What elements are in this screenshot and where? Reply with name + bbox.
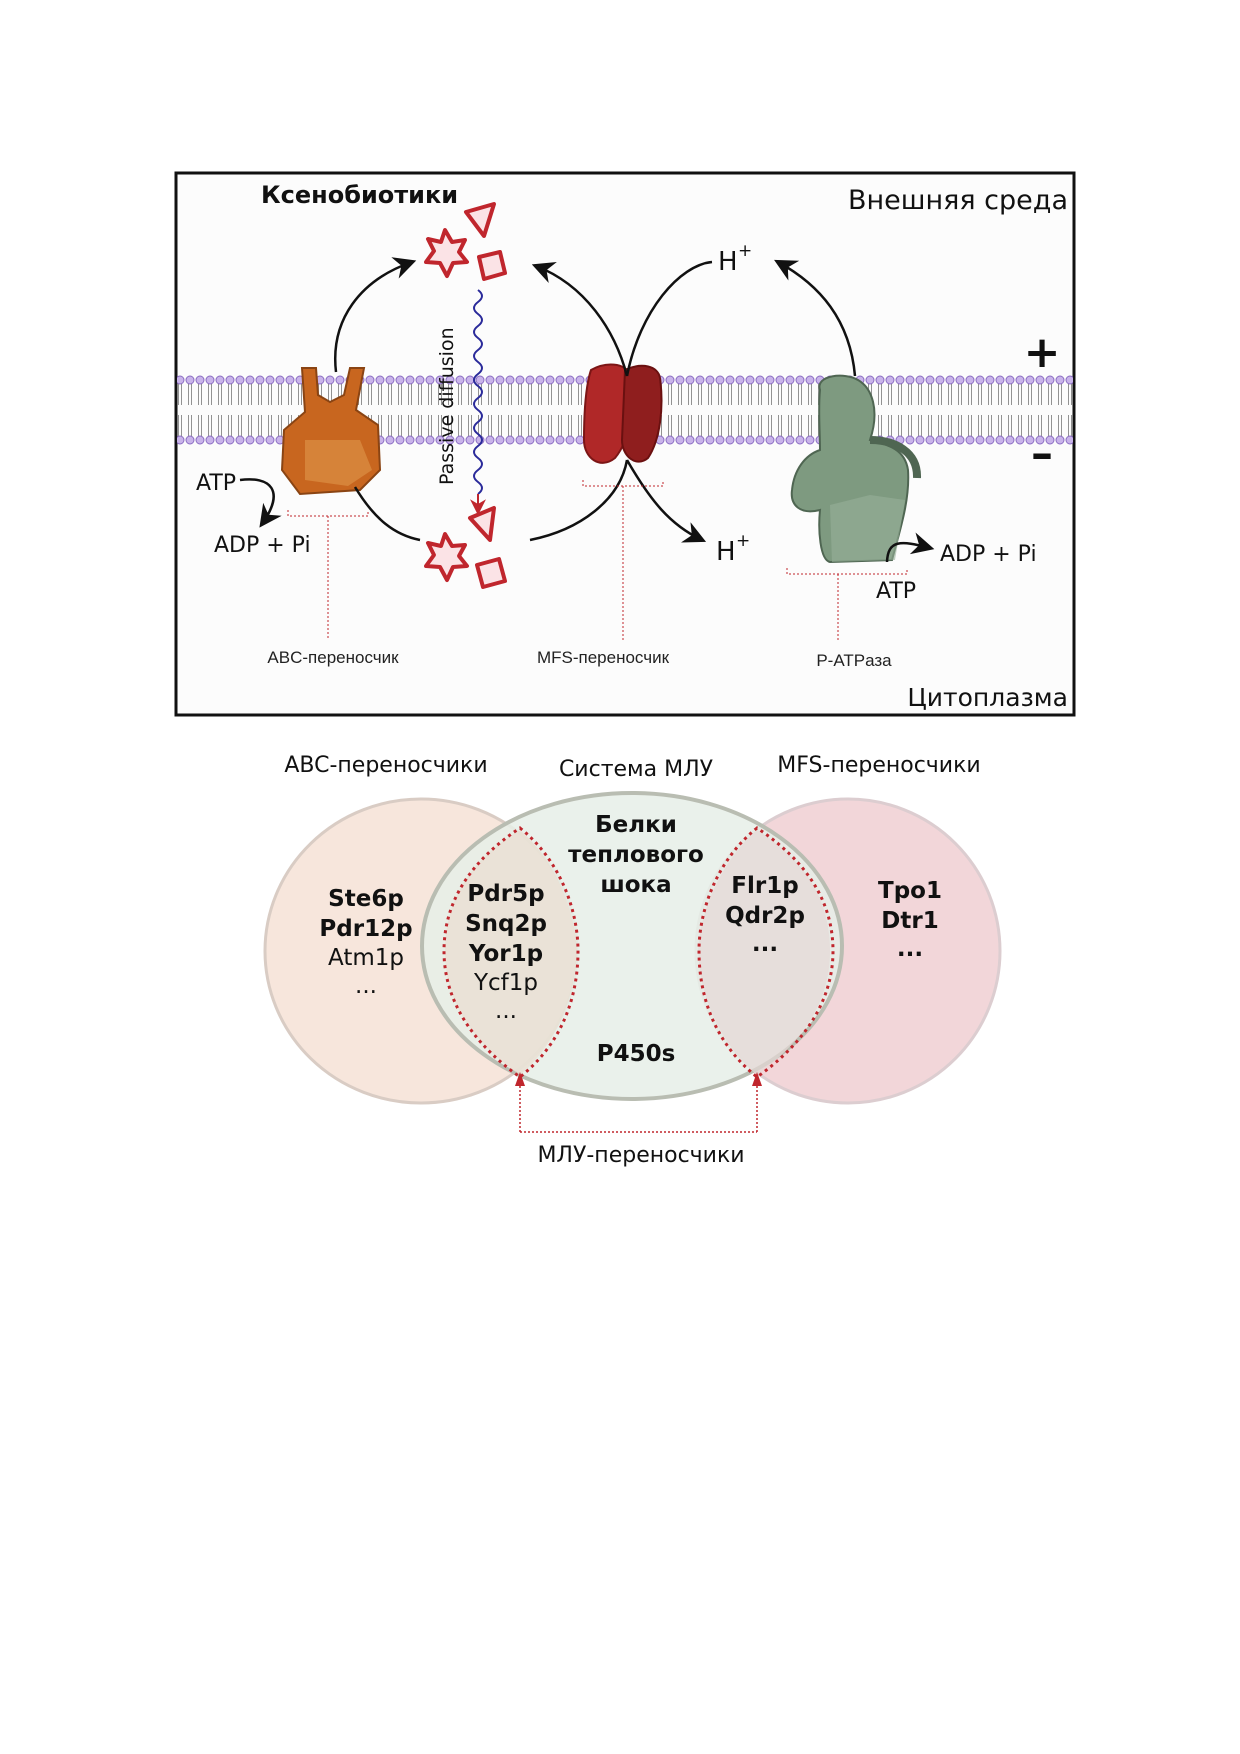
square-molecule (475, 557, 507, 589)
mdr-transporter-boundaries (442, 826, 835, 1079)
svg-text:+: + (736, 531, 750, 551)
svg-text:H: H (716, 537, 736, 567)
atp-left-label: ATP (196, 471, 236, 496)
transport-panel: Passive diffusion Ксенобиотики Внешняя с… (174, 171, 1076, 717)
list-item: Atm1p (328, 945, 404, 971)
left-overlap-region (445, 830, 577, 1075)
p-atpase (790, 374, 922, 564)
mdr-transporters-bracket (519, 1078, 758, 1133)
plus-sign: + (1024, 327, 1061, 378)
list-item: Tpo1 (878, 878, 942, 904)
square-molecule (477, 250, 507, 281)
list-item: Yor1p (468, 941, 543, 967)
star-molecule (424, 532, 469, 582)
bracket-arrowhead-right (752, 1072, 762, 1086)
mfs-transporter (582, 363, 663, 464)
svg-text:+: + (738, 241, 752, 261)
abc-transporters-title: ABC-переносчики (284, 753, 487, 778)
xenobiotics-label: Ксенобиотики (261, 181, 458, 209)
atp-right-label: ATP (876, 579, 916, 604)
mfs-transporter-label: MFS-переносчик (537, 648, 670, 667)
svg-text:H: H (718, 247, 738, 277)
right-overlap-region (698, 830, 830, 1075)
mdr-transporters-label: МЛУ-переносчики (537, 1143, 744, 1168)
patpase-atp-arrow (885, 532, 935, 563)
mfs-proton-in-curve (625, 260, 713, 377)
passive-diffusion-label: Passive diffusion (436, 327, 458, 485)
abc-atp-arrow (239, 478, 282, 528)
adp-left-label: ADP + Pi (214, 533, 311, 558)
list-item: ... (495, 998, 517, 1024)
list-item: Ycf1p (473, 970, 538, 996)
mdr-only-list: Белки теплового шока P450s (568, 812, 704, 1067)
list-item: Dtr1 (881, 908, 938, 934)
abc-efflux-arrow (333, 257, 417, 373)
mfs-transporters-title: MFS-переносчики (777, 753, 980, 778)
abc-influx-curve (353, 486, 421, 542)
list-item: Белки (595, 812, 677, 838)
patpase-proton-arrow (774, 259, 857, 377)
transporter-leader-lines (287, 480, 908, 640)
list-item: ... (355, 973, 377, 999)
list-item: Pdr12p (319, 916, 412, 942)
passive-diffusion-wave (473, 289, 483, 495)
xenobiotic-molecules-inside (424, 506, 507, 589)
abc-transporter (280, 367, 382, 496)
triangle-molecule (464, 202, 496, 238)
mdr-system-title: Система МЛУ (559, 757, 714, 782)
abc-transporter-label: ABC-переносчик (267, 648, 399, 667)
adp-right-label: ADP + Pi (940, 542, 1037, 567)
list-item: P450s (597, 1041, 676, 1067)
list-item: ... (897, 936, 923, 962)
list-item: теплового (568, 842, 704, 868)
xenobiotic-molecules-outside (424, 202, 507, 281)
venn-diagram: ABC-переносчики Система МЛУ MFS-переносч… (263, 753, 1002, 1168)
proton-outside-label: H + (718, 241, 752, 277)
mfs-only-list: Tpo1 Dtr1 ... (878, 878, 942, 962)
mfs-xeno-out-arrow (531, 262, 629, 377)
list-item: Ste6p (328, 886, 404, 912)
list-item: Pdr5p (467, 881, 544, 907)
mfs-xeno-in-curve (529, 459, 629, 542)
mfs-proton-out-arrow (625, 459, 707, 543)
p-atpase-label: P-ATPаза (816, 651, 892, 670)
minus-sign: – (1031, 428, 1053, 479)
bracket-arrowhead-left (515, 1072, 525, 1086)
mfs-mdr-overlap-list: Flr1p Qdr2p ... (725, 873, 805, 957)
star-molecule (424, 228, 469, 278)
list-item: ... (752, 931, 778, 957)
list-item: Flr1p (731, 873, 798, 899)
triangle-molecule (468, 506, 496, 542)
list-item: Snq2p (465, 911, 547, 937)
abc-only-list: Ste6p Pdr12p Atm1p ... (319, 886, 412, 999)
list-item: Qdr2p (725, 903, 805, 929)
outside-environment-label: Внешняя среда (848, 185, 1068, 216)
abc-mdr-overlap-list: Pdr5p Snq2p Yor1p Ycf1p ... (465, 881, 547, 1024)
proton-inside-label: H + (716, 531, 750, 567)
cytoplasm-label: Цитоплазма (907, 683, 1068, 712)
list-item: шока (600, 872, 671, 898)
